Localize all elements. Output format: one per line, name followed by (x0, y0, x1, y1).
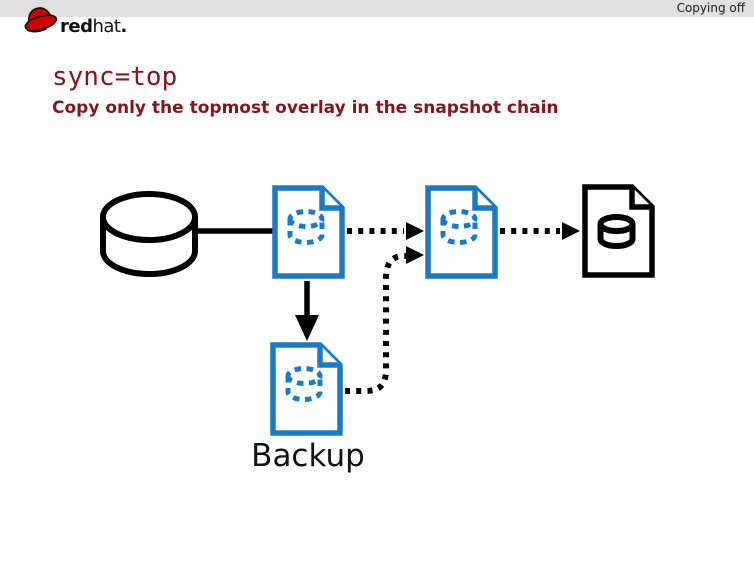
target-file-icon (582, 184, 655, 278)
logo-word-red: red (60, 16, 93, 37)
overlay-file-icon-active (275, 188, 342, 276)
solid-arrow-to-backup (295, 281, 319, 341)
top-bar: Copying off (0, 0, 754, 17)
redhat-logo: redhat. (18, 2, 148, 38)
dotted-arrow-overlay1-to-overlay2 (347, 222, 424, 240)
disk-cylinder-icon (100, 191, 198, 277)
overlay-file-icon-new (428, 188, 495, 276)
backup-label: Backup (251, 438, 365, 474)
logo-dot: . (120, 16, 127, 37)
redhat-fedora-icon (24, 7, 58, 33)
status-label: Copying off (676, 1, 745, 15)
backup-file-icon (273, 345, 340, 433)
dotted-arrow-backup-to-overlay2 (345, 246, 424, 394)
page-title: sync=top (52, 62, 178, 92)
dotted-arrow-overlay2-to-target (500, 222, 580, 240)
logo-word-hat: hat (92, 16, 121, 37)
logo-wordmark: redhat. (60, 16, 127, 37)
page-subtitle: Copy only the topmost overlay in the sna… (52, 98, 559, 118)
